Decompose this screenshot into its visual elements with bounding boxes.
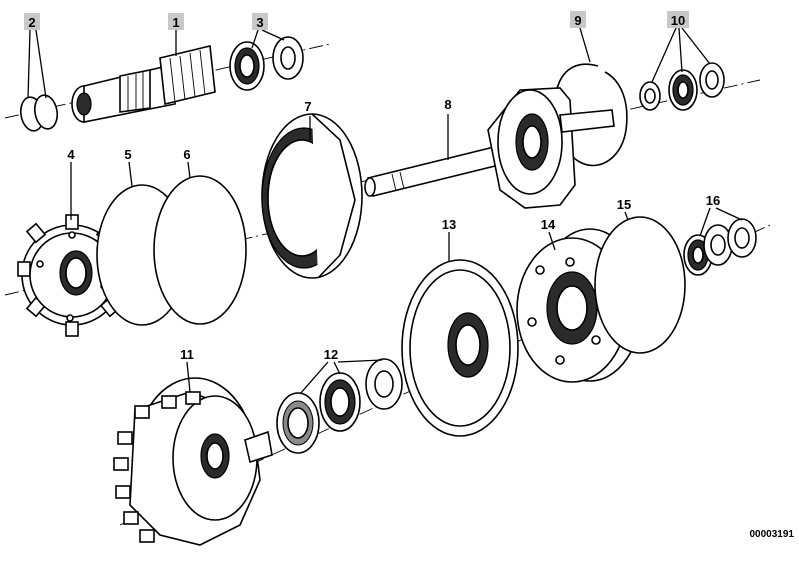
callout-12: 12 (324, 347, 338, 362)
part-15-snap-ring (594, 216, 686, 354)
callout-15: 15 (617, 197, 631, 212)
callout-10: 10 (671, 13, 685, 28)
callout-16: 16 (706, 193, 720, 208)
callout-2: 2 (28, 15, 35, 30)
callout-11: 11 (180, 347, 194, 362)
part-6-snap-ring (153, 175, 247, 325)
part-12-thrust-bearing (276, 358, 403, 454)
callout-4: 4 (67, 147, 75, 162)
callout-6: 6 (183, 147, 190, 162)
callout-1: 1 (172, 15, 179, 30)
callout-3-box (252, 13, 268, 30)
diagram-reference-number: 00003191 (750, 529, 795, 540)
callout-10-box (667, 11, 689, 28)
callout-labels: 2 1 3 9 10 7 8 4 5 6 13 14 15 16 11 12 (24, 11, 720, 362)
callout-8: 8 (444, 97, 451, 112)
part-8-shaft (364, 87, 615, 209)
callout-7: 7 (304, 99, 311, 114)
callout-9-box (570, 11, 586, 28)
part-3-thrust-bearing (229, 36, 304, 91)
part-13-sprocket-disc (401, 259, 519, 437)
part-7-ring-gear (261, 113, 363, 279)
callout-5: 5 (124, 147, 131, 162)
callout-13: 13 (442, 217, 456, 232)
part-16-bearing-washers (683, 218, 757, 276)
callout-2-box (24, 13, 40, 30)
part-2-snap-rings (19, 94, 59, 132)
callout-3: 3 (256, 15, 263, 30)
callout-9: 9 (574, 13, 581, 28)
part-1-input-shaft (71, 45, 216, 123)
callout-14: 14 (541, 217, 556, 232)
part-11-clutch-drum (113, 377, 273, 546)
part-10-bearing-washers (639, 62, 725, 111)
leader-lines (27, 27, 743, 395)
callout-1-box (168, 13, 184, 30)
